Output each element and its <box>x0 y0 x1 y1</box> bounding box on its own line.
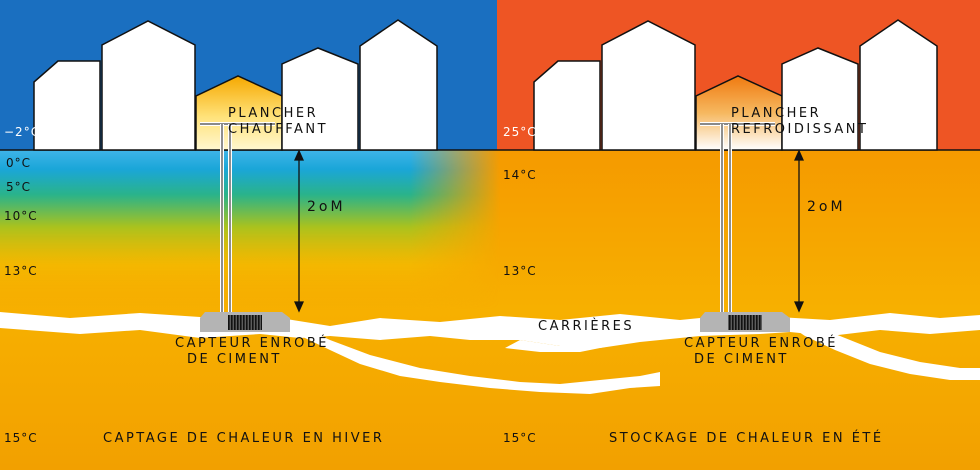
summer-depth-arrow <box>793 149 805 313</box>
winter-houses <box>33 19 438 151</box>
winter-temp-15: 15°C <box>4 431 38 445</box>
winter-temp-10: 10°C <box>4 209 38 223</box>
winter-sensor-coil <box>228 315 262 330</box>
summer-sensor-coil <box>728 315 762 330</box>
winter-temp-13: 13°C <box>4 264 38 278</box>
summer-temp-13: 13°C <box>503 264 537 278</box>
summer-caption: STOCKAGE DE CHALEUR EN ÉTÉ <box>609 431 884 446</box>
winter-sensor-label-1: CAPTEUR ENROBÉ <box>175 336 329 351</box>
winter-sensor-label-2: DE CIMENT <box>187 352 282 367</box>
summer-air-temp: 25°C <box>503 125 537 139</box>
winter-depth-arrow <box>293 149 305 313</box>
winter-system-label-2: CHAUFFANT <box>228 122 329 137</box>
summer-depth-label: 2oM <box>807 199 846 215</box>
winter-soil-gradient <box>0 150 500 310</box>
summer-temp-15: 15°C <box>503 431 537 445</box>
summer-houses <box>533 19 938 151</box>
summer-system-label-2: REFROIDISSANT <box>731 122 869 137</box>
summer-sensor-label-1: CAPTEUR ENROBÉ <box>684 336 838 351</box>
summer-sensor-label-2: DE CIMENT <box>694 352 789 367</box>
winter-temp-5: 5°C <box>6 180 32 194</box>
winter-air-temp: −2°C <box>4 125 41 139</box>
summer-temp-14: 14°C <box>503 168 537 182</box>
winter-depth-label: 2oM <box>307 199 346 215</box>
winter-caption: CAPTAGE DE CHALEUR EN HIVER <box>103 431 385 446</box>
winter-system-label-1: PLANCHER <box>228 106 319 121</box>
winter-temp-0: 0°C <box>6 156 32 170</box>
quarries-label: CARRIÈRES <box>538 319 635 334</box>
summer-system-label-1: PLANCHER <box>731 106 822 121</box>
